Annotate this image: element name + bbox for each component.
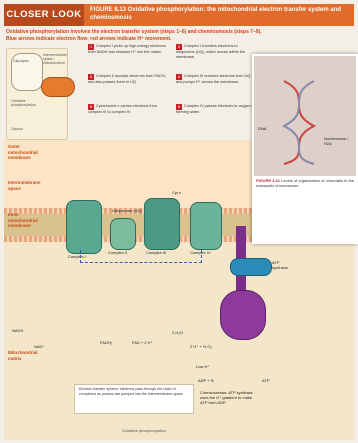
complex-iv xyxy=(190,202,222,250)
electron-flow-path xyxy=(80,250,202,263)
atp-synthase-head xyxy=(220,290,266,340)
dna-helix-icon xyxy=(274,76,324,166)
inset-matrix-label: Oxidative phosphorylation xyxy=(11,99,51,107)
section-footer: Oxidative phosphorylation xyxy=(84,429,204,433)
fad-label: FAD + 2 H⁺ xyxy=(132,340,153,345)
nucleosome-label: Nucleosome / H2A xyxy=(324,136,354,146)
oxygen-label: 2 H⁺ + ½ O₂ xyxy=(190,344,212,349)
mitochondrion-icon xyxy=(41,77,75,97)
atp-synthase-rotor xyxy=(230,258,272,276)
figure-title: FIGURE 8.13 Oxidative phosphorylation: t… xyxy=(90,6,352,22)
figure-header: CLOSER LOOK FIGURE 8.13 Oxidative phosph… xyxy=(4,4,354,26)
region-inner-label: Inner mitochondrial membrane xyxy=(8,212,48,229)
adp-label: ADP + Pᵢ xyxy=(198,378,214,383)
low-h-label: Low H⁺ xyxy=(196,364,209,369)
complex-i xyxy=(66,200,102,254)
complex-iii xyxy=(144,198,180,250)
overlay-figure-panel: DNA Nucleosome / H2A FIGURE 4.21 Levels … xyxy=(252,54,358,244)
region-matrix-label: Mitochondrial matrix xyxy=(8,350,48,361)
complex-ii xyxy=(110,218,136,250)
region-outer-label: Outer mitochondrial membrane xyxy=(8,144,48,161)
electron-transfer-summary: Electron transfer system: electrons pass… xyxy=(74,384,194,414)
inset-cytosol-label: Cytosol xyxy=(11,127,23,131)
atp-synthase-label: ATP synthase xyxy=(272,260,296,270)
lead-text: Oxidative phosphorylation involves the e… xyxy=(6,29,266,43)
closer-look-tag: CLOSER LOOK xyxy=(4,4,84,26)
chromatin-image: DNA Nucleosome / H2A xyxy=(254,56,356,176)
atp-label: ATP xyxy=(262,378,269,383)
inset-mito-label: Intermembrane space / mitochondrion xyxy=(43,53,67,65)
figure-caption: FIGURE 4.21 Levels of organization of ch… xyxy=(256,178,356,188)
fadh2-label: FADH₂ xyxy=(100,340,112,345)
region-ims-label: Intermembrane space xyxy=(8,180,48,191)
cell-inset-diagram: Glycolysis Intermembrane space / mitocho… xyxy=(6,48,68,140)
h2o-label: 2 H₂O xyxy=(172,330,183,335)
inset-cell-label: Glycolysis xyxy=(13,59,29,63)
cytochrome-c-label: Cyt c xyxy=(172,190,181,195)
dna-label: DNA xyxy=(258,126,266,131)
chemiosmosis-summary: Chemiosmosis: ATP synthase uses the H⁺ g… xyxy=(200,390,260,405)
ubiquinone-label: Ubiquinone (UQ) xyxy=(112,208,142,213)
nad-label: NAD⁺ xyxy=(34,344,45,349)
nadh-label: NADH xyxy=(12,328,23,333)
